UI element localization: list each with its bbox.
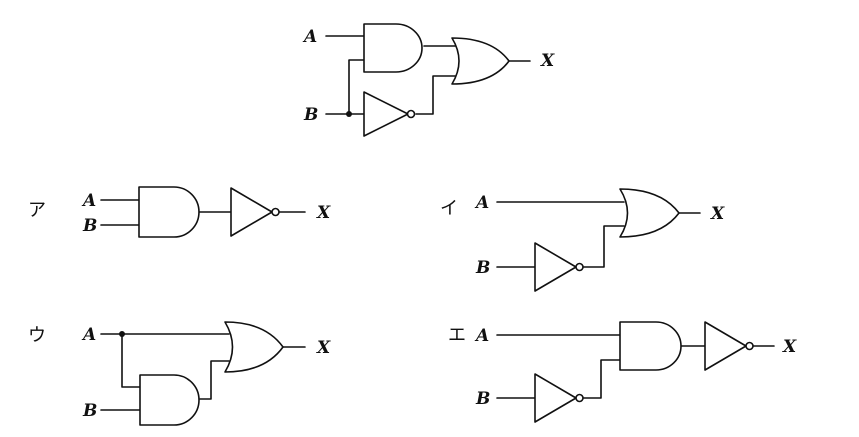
option-u-circuit: ウ A B X bbox=[28, 321, 331, 426]
option-u-input-b-label: B bbox=[82, 401, 97, 421]
option-e-not-bubble-output bbox=[745, 341, 754, 351]
question-and-gate bbox=[363, 23, 423, 73]
option-a-not-bubble bbox=[271, 207, 280, 217]
option-e-input-b-label: B bbox=[475, 389, 490, 409]
option-a-circuit: ア A B X bbox=[28, 186, 331, 238]
option-i-wire-not-to-or bbox=[582, 225, 625, 268]
option-e-not-bubble-input-b bbox=[575, 393, 584, 403]
option-a-and-gate bbox=[138, 186, 200, 238]
option-e-not-gate-output bbox=[704, 321, 747, 371]
option-i-input-a-label: A bbox=[474, 193, 489, 213]
question-wire-not-to-or bbox=[415, 75, 456, 115]
option-u-key: ウ bbox=[28, 325, 46, 346]
question-circuit: A B X bbox=[302, 23, 555, 137]
question-not-bubble bbox=[406, 109, 416, 119]
option-a-not-gate bbox=[230, 187, 273, 237]
option-a-input-a-label: A bbox=[81, 191, 96, 211]
question-wire-b-branch bbox=[348, 59, 365, 115]
option-u-wire-a-branch bbox=[121, 333, 141, 388]
option-a-key: ア bbox=[28, 200, 46, 221]
option-i-circuit: イ A B X bbox=[440, 188, 725, 292]
option-e-not-gate-input-b bbox=[534, 373, 577, 423]
option-e-key: エ bbox=[448, 325, 466, 346]
option-a-input-b-label: B bbox=[82, 216, 97, 236]
option-i-input-b-label: B bbox=[475, 258, 490, 278]
option-i-not-bubble bbox=[575, 262, 584, 272]
option-u-and-gate bbox=[139, 374, 200, 426]
option-e-input-a-label: A bbox=[474, 326, 489, 346]
question-output-label: X bbox=[540, 51, 555, 71]
option-i-not-gate bbox=[534, 242, 577, 292]
option-i-key: イ bbox=[440, 198, 458, 219]
option-u-wire-and-to-or bbox=[199, 360, 230, 400]
option-e-circuit: エ A B X bbox=[448, 321, 797, 423]
option-u-junction-dot bbox=[119, 331, 125, 337]
option-e-and-gate bbox=[619, 321, 682, 371]
question-not-gate bbox=[363, 91, 409, 137]
question-junction-dot bbox=[346, 111, 352, 117]
option-u-or-gate bbox=[224, 321, 284, 373]
option-i-output-label: X bbox=[710, 204, 725, 224]
option-e-output-label: X bbox=[782, 337, 797, 357]
option-u-input-a-label: A bbox=[81, 325, 96, 345]
option-u-output-label: X bbox=[316, 338, 331, 358]
question-input-b-label: B bbox=[303, 105, 318, 125]
option-e-wire-not-to-and bbox=[582, 359, 621, 399]
question-input-a-label: A bbox=[302, 27, 317, 47]
option-a-output-label: X bbox=[316, 203, 331, 223]
question-or-gate bbox=[451, 37, 510, 85]
option-i-or-gate bbox=[619, 188, 680, 238]
